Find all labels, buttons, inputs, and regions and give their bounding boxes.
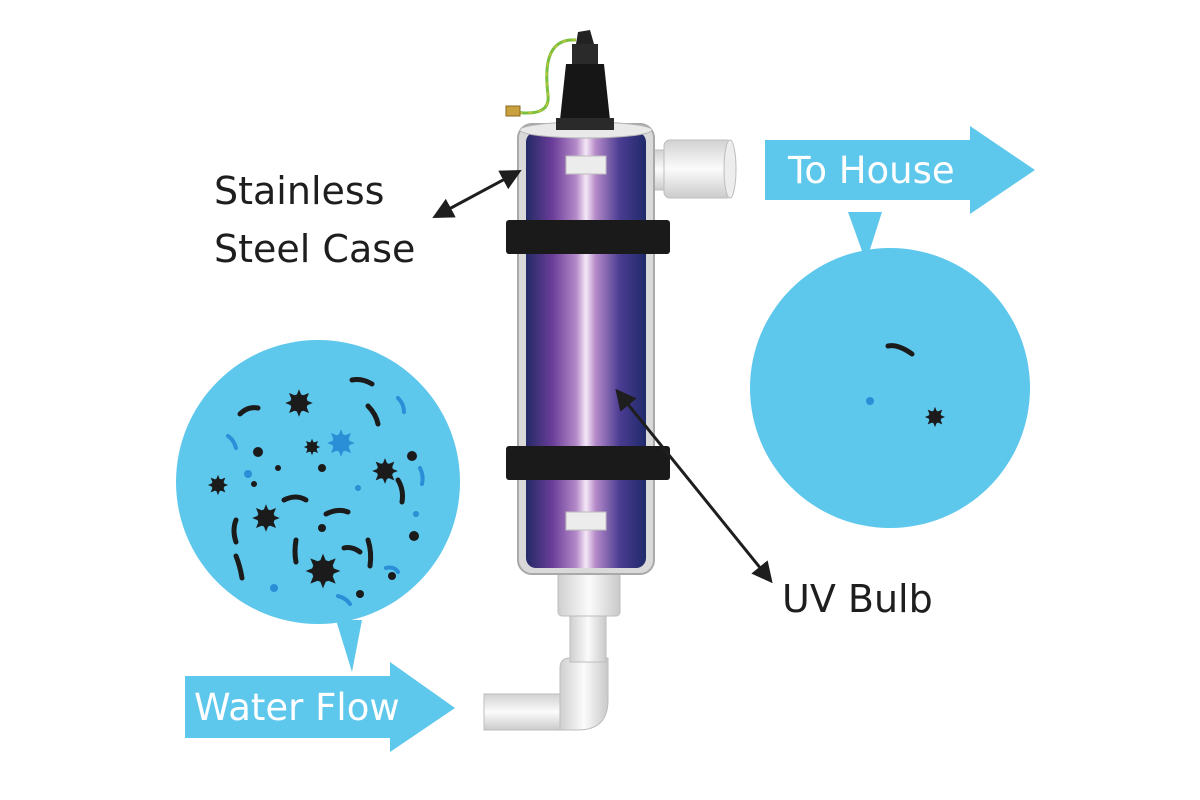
inlet-arrow	[185, 662, 455, 752]
power-connector	[556, 30, 614, 130]
chamber-clip-bottom	[565, 511, 607, 531]
mount-band-top	[506, 220, 670, 254]
bacteria-rod	[885, 343, 915, 357]
uv-chamber	[506, 121, 670, 575]
outlet-port	[647, 139, 737, 199]
outlet-label: To House	[788, 149, 955, 192]
case-label-line1: Stainless	[214, 169, 385, 213]
virus-dot	[866, 397, 874, 405]
chamber-clip-top	[565, 155, 607, 175]
contaminated-water-circle	[176, 340, 460, 672]
case-label-line2: Steel Case	[214, 227, 416, 271]
inlet-pipe	[483, 571, 621, 731]
outlet-arrow	[765, 126, 1035, 214]
case-callout-arrow	[432, 170, 522, 218]
bulb-callout-arrow	[615, 388, 773, 584]
inlet-label: Water Flow	[194, 686, 400, 729]
bulb-label: UV Bulb	[782, 577, 933, 621]
mount-band-bottom	[506, 446, 670, 480]
germ-icon	[924, 406, 946, 428]
ground-terminal	[505, 105, 521, 117]
treated-water-circle	[750, 212, 1030, 528]
